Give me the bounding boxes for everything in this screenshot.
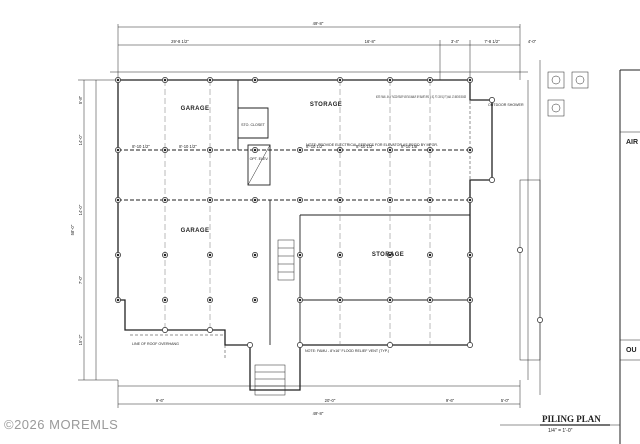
room-storage-lower: STORAGE xyxy=(372,252,404,258)
side-panel-heading-out: OU xyxy=(626,347,637,354)
left-dim-4: 7'-0" xyxy=(78,275,83,284)
pile-center xyxy=(338,148,342,152)
top-dim-4: 7'-8 1/2" xyxy=(484,39,500,44)
left-dim-2: 14'-0" xyxy=(78,134,83,145)
pile-center xyxy=(338,298,342,302)
pile-center xyxy=(298,298,302,302)
pile-marker xyxy=(162,327,168,333)
pile-center xyxy=(253,298,257,302)
room-sto-closet: STO. CLOSET xyxy=(241,123,266,127)
sheet-title: PILING PLAN xyxy=(542,414,601,424)
overall-width-dim-bottom: 49'-8" xyxy=(313,411,324,416)
left-dim-3: 14'-0" xyxy=(78,204,83,215)
pile-marker xyxy=(207,327,213,333)
room-storage-upper: STORAGE xyxy=(310,102,342,108)
pile-marker xyxy=(489,97,495,103)
pile-center xyxy=(116,78,120,82)
pile-center xyxy=(388,78,392,82)
pile-center xyxy=(428,148,432,152)
sheet-scale: 1/4" = 1'-0" xyxy=(548,428,573,434)
top-dim-5: 4'-0" xyxy=(528,39,537,44)
pile-center xyxy=(253,148,257,152)
mid-dim-4: 8'-10 1/2" xyxy=(356,144,374,149)
pile-center xyxy=(388,198,392,202)
pile-center xyxy=(253,198,257,202)
pile-center xyxy=(298,253,302,257)
pile-center xyxy=(468,78,472,82)
pile-center xyxy=(163,198,167,202)
note-flood-vent: NOTE: FAMU - 8"x16" FLOOD RELIEF VENT (T… xyxy=(305,349,389,353)
pile-marker xyxy=(247,342,253,348)
mid-dim-3: 8'-10 1/2" xyxy=(306,144,324,149)
pile-center xyxy=(338,78,342,82)
pile-center xyxy=(468,253,472,257)
mid-dim-1: 8'-10 1/2" xyxy=(132,144,150,149)
pile-center xyxy=(116,298,120,302)
pile-center xyxy=(388,298,392,302)
pile-center xyxy=(253,78,257,82)
bottom-dim-4: 5'-0" xyxy=(501,398,510,403)
pile-center xyxy=(298,198,302,202)
pile-marker xyxy=(387,342,393,348)
room-elev: OPT. ELEV. xyxy=(250,157,269,161)
pile-center xyxy=(208,253,212,257)
pile-center xyxy=(428,253,432,257)
pile-center xyxy=(163,253,167,257)
bottom-dim-2: 20'-0" xyxy=(325,398,336,403)
mid-dim-2: 8'-10 1/2" xyxy=(179,144,197,149)
watermark: ©2026 MOREMLS xyxy=(4,417,119,432)
bottom-dim-1: 9'-6" xyxy=(156,398,165,403)
pile-center xyxy=(388,253,392,257)
note-roof-overhang: LINE OF ROOF OVERHANG xyxy=(132,342,179,346)
pile-center xyxy=(468,198,472,202)
pile-center xyxy=(428,198,432,202)
overall-width-dim: 49'-8" xyxy=(313,21,324,26)
room-garage-upper: GARAGE xyxy=(181,106,210,112)
pile-center xyxy=(208,198,212,202)
pile-center xyxy=(116,198,120,202)
pile-marker xyxy=(537,317,543,323)
pile-center xyxy=(428,78,432,82)
mid-dim-5: 8'-10 1/2" xyxy=(401,144,419,149)
room-garage-lower: GARAGE xyxy=(181,228,210,234)
note-electrical: NOTE: PROVIDE ELECTRICAL SERVICE FOR ELE… xyxy=(306,143,438,147)
note-outdoor-shower: OUTDOOR SHOWER xyxy=(488,103,524,107)
bottom-dim-3: 9'-6" xyxy=(446,398,455,403)
pile-center xyxy=(338,253,342,257)
pile-center xyxy=(468,148,472,152)
pile-center xyxy=(208,298,212,302)
pile-center xyxy=(298,148,302,152)
side-panel-heading-air: AIR xyxy=(626,139,638,146)
left-dim-5: 15'-2" xyxy=(78,334,83,345)
pile-center xyxy=(253,253,257,257)
pile-center xyxy=(116,148,120,152)
pile-center xyxy=(338,198,342,202)
pile-center xyxy=(208,148,212,152)
pile-center xyxy=(163,298,167,302)
pile-center xyxy=(163,78,167,82)
pile-center xyxy=(388,148,392,152)
pile-center xyxy=(116,253,120,257)
top-dim-1: 29'-8 1/2" xyxy=(171,39,189,44)
top-dim-2: 16'-8" xyxy=(365,39,376,44)
note-flood-vent-upper: NOTE: FAMU - 8"x16" FLOOD RELIEF VENT AS… xyxy=(376,95,466,99)
pile-center xyxy=(208,78,212,82)
overall-depth-dim: 58'-0" xyxy=(70,224,75,235)
pile-center xyxy=(428,298,432,302)
pile-center xyxy=(163,148,167,152)
left-dim-1: 5'-8" xyxy=(78,95,83,104)
top-dim-3: 3'-4" xyxy=(451,39,460,44)
pile-center xyxy=(468,298,472,302)
pile-marker xyxy=(297,342,303,348)
pile-marker xyxy=(489,177,495,183)
pile-marker xyxy=(467,342,473,348)
pile-marker xyxy=(517,247,523,253)
